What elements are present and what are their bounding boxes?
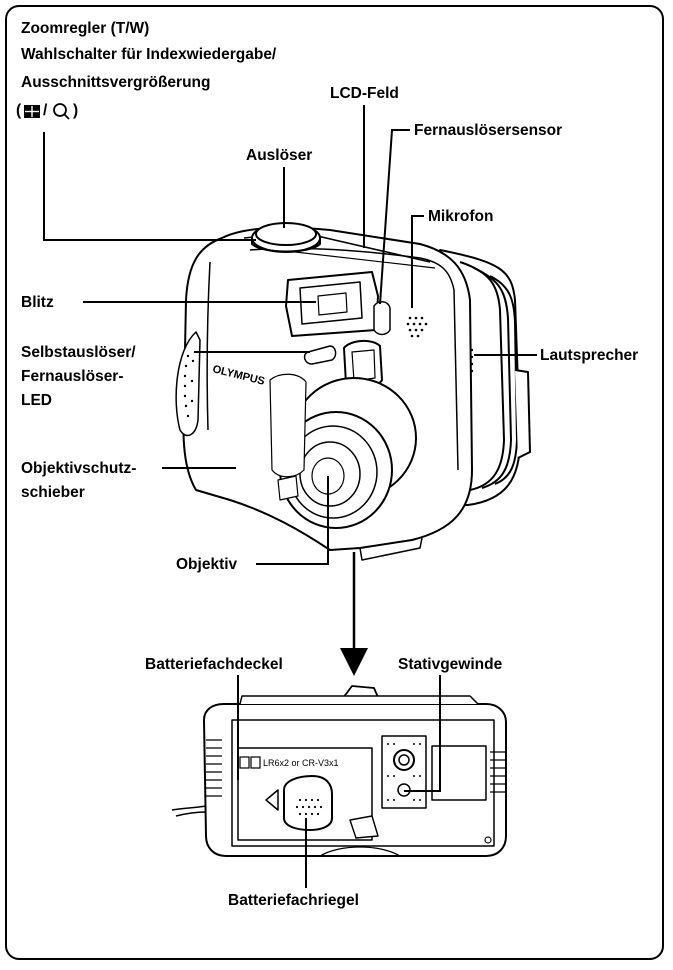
index-grid-icon — [24, 105, 40, 118]
zoom-lever-label-1: Zoomregler (T/W) — [21, 20, 150, 37]
callout-lines — [43, 105, 537, 565]
remote-sensor-label: Fernauslösersensor — [414, 122, 563, 139]
zoom-lever-label-4-close: ) — [73, 102, 79, 119]
battery-cover-label: Batteriefachdeckel — [145, 656, 283, 673]
lens-cover-label-2: schieber — [21, 484, 85, 501]
speaker-label: Lautsprecher — [540, 347, 639, 364]
shutter-label: Auslöser — [246, 147, 313, 164]
lcd-panel-label: LCD-Feld — [330, 85, 399, 102]
camera-bottom-view — [171, 685, 507, 857]
microphone-label: Mikrofon — [428, 208, 494, 225]
battery-info-text: LR6x2 or CR-V3x1 — [263, 758, 339, 768]
zoom-lever-label-4-open: ( — [16, 102, 22, 119]
zoom-lever-label-2: Wahlschalter für Indexwiedergabe/ — [21, 46, 277, 63]
tripod-socket-label: Stativgewinde — [398, 656, 503, 673]
latch-grip-dots — [295, 798, 323, 816]
grip-dots — [183, 354, 195, 418]
zoom-lever-label-3: Ausschnittsvergrößerung — [21, 74, 211, 91]
camera-front-view — [175, 222, 531, 561]
battery-polarity-icon — [239, 756, 261, 769]
magnifier-icon — [53, 103, 70, 120]
selftimer-label-3: LED — [21, 392, 52, 409]
battery-latch-label: Batteriefachriegel — [228, 892, 359, 909]
bottom-callout-lines — [237, 675, 441, 888]
selftimer-label-1: Selbstauslöser/ — [21, 344, 136, 361]
selftimer-label-2: Fernauslöser- — [21, 368, 124, 385]
microphone-holes — [406, 316, 428, 338]
flash-label: Blitz — [21, 294, 54, 311]
figure-frame — [5, 5, 664, 960]
view-arrow — [340, 552, 368, 676]
speaker-holes — [470, 348, 474, 373]
lens-label: Objektiv — [176, 556, 238, 573]
lens-cover-label-1: Objektivschutz- — [21, 460, 137, 477]
tripod-area-dots — [387, 743, 421, 801]
zoom-lever-label-4-sep: / — [43, 102, 48, 119]
